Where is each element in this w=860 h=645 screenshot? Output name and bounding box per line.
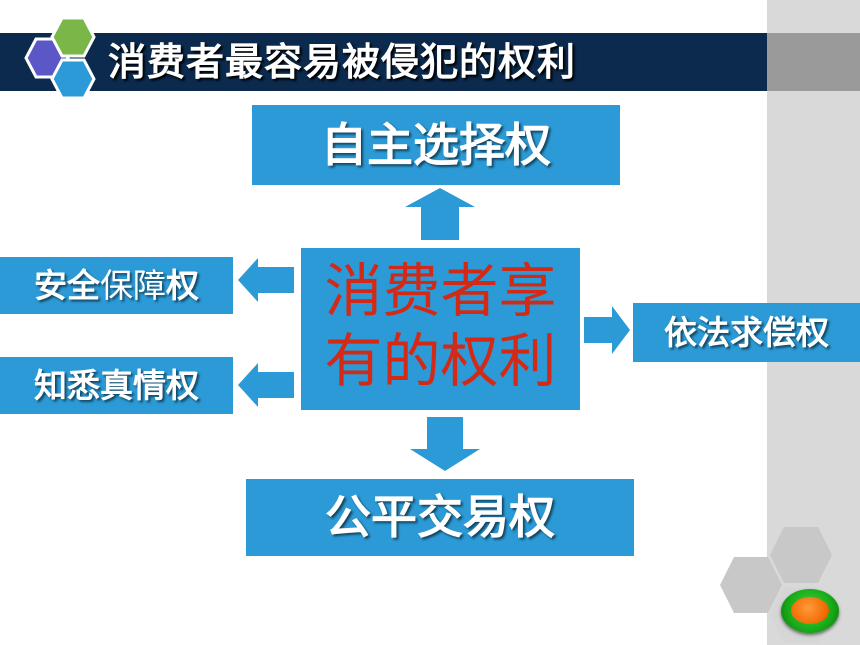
center-title: 消费者享 有的权利 <box>301 256 580 396</box>
center-box: 消费者享 有的权利 <box>301 248 580 410</box>
safety-text-light: 保障 <box>100 266 166 305</box>
hexagon-cluster-icon <box>24 16 96 100</box>
right-choice-box: 自主选择权 <box>252 105 620 185</box>
arrow-left-upper-icon <box>238 258 294 302</box>
arrow-right-icon <box>584 306 630 354</box>
slide-title: 消费者最容易被侵犯的权利 <box>108 40 577 84</box>
center-title-line-2: 有的权利 <box>324 327 557 395</box>
center-title-line-1: 消费者享 <box>324 257 557 325</box>
arrow-up-icon <box>405 188 475 240</box>
hexagon-cluster-decoration-icon <box>720 527 832 643</box>
safety-text-bold-2: 权 <box>166 266 199 305</box>
arrow-left-lower-icon <box>238 363 294 407</box>
title-bar <box>0 33 767 91</box>
safety-text-bold-1: 安全 <box>34 266 100 305</box>
right-fair-trade-box: 公平交易权 <box>246 479 634 556</box>
right-safety-box: 安全保障权 <box>0 257 233 314</box>
title-bar-extension <box>767 33 860 91</box>
right-compensation-box: 依法求偿权 <box>633 303 860 362</box>
nav-button-core <box>791 597 829 624</box>
nav-button-icon[interactable] <box>781 589 839 633</box>
arrow-down-icon <box>410 417 480 471</box>
right-to-know-box: 知悉真情权 <box>0 357 233 414</box>
